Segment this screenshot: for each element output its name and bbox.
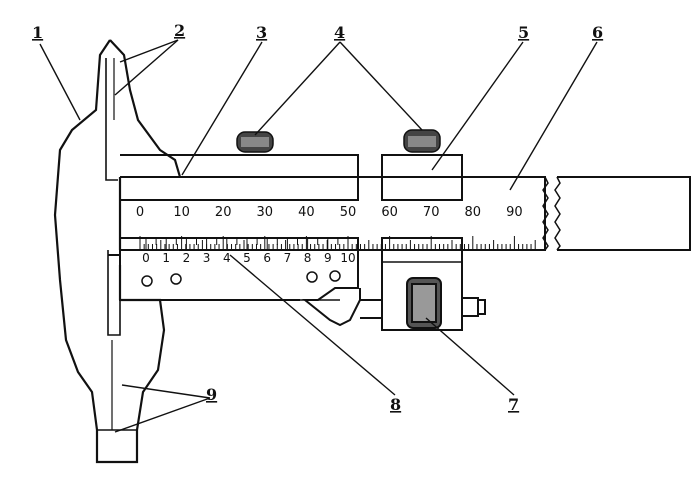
screw-icon bbox=[306, 271, 318, 283]
main-scale-label: 80 bbox=[465, 205, 482, 220]
vernier-scale-label: 3 bbox=[203, 251, 211, 265]
main-scale-label: 70 bbox=[423, 205, 440, 220]
fine-adjust-assembly bbox=[360, 237, 486, 331]
vernier-scale-label: 10 bbox=[340, 251, 355, 265]
upper-clamp-blocks bbox=[120, 154, 463, 201]
vernier-scale-label: 6 bbox=[263, 251, 271, 265]
callout-8: 8 bbox=[390, 395, 401, 414]
main-scale-label: 40 bbox=[298, 205, 315, 220]
main-beam bbox=[120, 176, 691, 251]
screw-icon bbox=[170, 273, 182, 285]
callout-5: 5 bbox=[518, 23, 529, 42]
callout-2: 2 bbox=[174, 21, 185, 40]
vernier-scale-label: 2 bbox=[183, 251, 191, 265]
knurl-icon bbox=[408, 136, 436, 147]
vernier-scale-label: 1 bbox=[162, 251, 170, 265]
main-scale-label: 60 bbox=[381, 205, 398, 220]
leader-lines bbox=[39, 39, 598, 433]
callout-1: 1 bbox=[32, 23, 43, 42]
callout-3: 3 bbox=[256, 23, 267, 42]
screw-icon bbox=[329, 270, 341, 282]
main-scale-labels: 0 10 20 30 40 50 60 70 80 90 bbox=[136, 205, 523, 220]
vernier-scale-label: 5 bbox=[243, 251, 251, 265]
main-scale-label: 90 bbox=[506, 205, 523, 220]
clamp-screws bbox=[236, 129, 441, 153]
screw-icon bbox=[141, 275, 153, 287]
vernier-scale-label: 8 bbox=[304, 251, 312, 265]
callout-9: 9 bbox=[206, 385, 217, 404]
main-scale-label: 10 bbox=[173, 205, 190, 220]
main-scale-label: 0 bbox=[136, 205, 144, 220]
main-scale-label: 30 bbox=[257, 205, 274, 220]
main-scale-label: 50 bbox=[340, 205, 357, 220]
vernier-scale-ticks bbox=[145, 238, 349, 250]
knurl-icon bbox=[241, 137, 269, 147]
vernier-scale-label: 0 bbox=[142, 251, 150, 265]
main-scale-label: 20 bbox=[215, 205, 232, 220]
vernier-scale-label: 9 bbox=[324, 251, 332, 265]
callout-7: 7 bbox=[508, 395, 519, 414]
vernier-scale-label: 4 bbox=[223, 251, 231, 265]
callout-4: 4 bbox=[334, 23, 345, 42]
vernier-scale-label: 7 bbox=[284, 251, 292, 265]
slider bbox=[108, 237, 361, 327]
callout-6: 6 bbox=[592, 23, 603, 42]
